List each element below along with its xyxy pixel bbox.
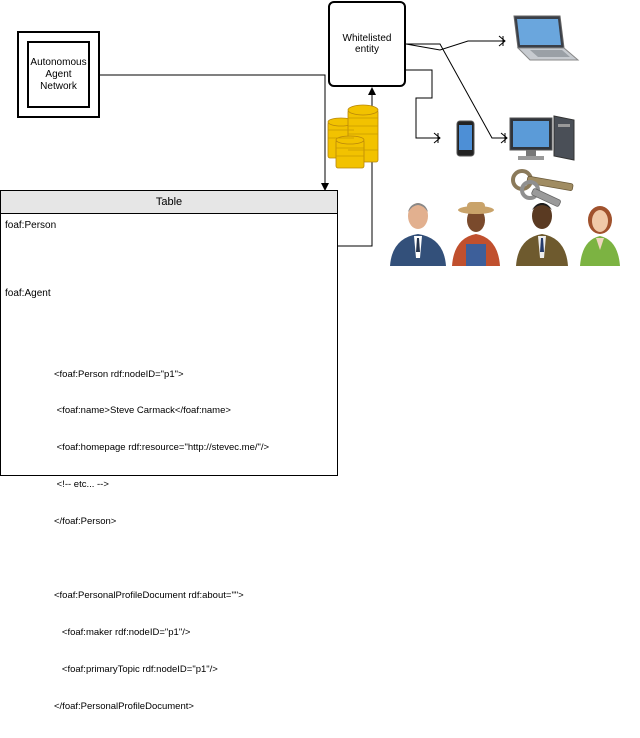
table-header: Table [1, 191, 337, 214]
code-line: <foaf:maker rdf:nodeID="p1"/> [54, 626, 191, 638]
keys-icon [511, 169, 574, 207]
whitelisted-to-phone-edge [390, 69, 440, 139]
people-group [390, 202, 620, 266]
autonomous-agent-network-label: Autonomous Agent Network [27, 41, 90, 108]
code-line: <foaf:primaryTopic rdf:nodeID="p1"/> [54, 663, 218, 675]
table-title: Table [155, 196, 183, 208]
code-line [54, 553, 269, 565]
code-line: <foaf:PersonalProfileDocument rdf:about=… [54, 589, 244, 601]
smartphone-icon [456, 120, 475, 157]
desktop-computer-icon [509, 115, 575, 161]
table-panel: Table foaf:Person foaf:Agent <foaf:Perso… [0, 190, 338, 712]
whitelisted-to-desktop-edge [406, 43, 507, 139]
businessman-icon [390, 203, 446, 266]
code-line: <!-- etc... --> [54, 479, 109, 491]
whitelisted-to-laptop-edge [405, 40, 505, 51]
coin-stack-icon [327, 104, 379, 169]
code-line: </foaf:PersonalProfileDocument> [54, 700, 194, 712]
code-line: <foaf:Person rdf:nodeID="p1"> [54, 368, 184, 380]
foaf-agent-row: foaf:Agent [5, 288, 51, 299]
foaf-person-row: foaf:Person [5, 220, 57, 231]
autonomous-agent-network-box: Autonomous Agent Network [17, 31, 100, 118]
farmer-icon [452, 202, 500, 266]
code-line: <foaf:name>Steve Carmack</foaf:name> [54, 405, 231, 417]
whitelisted-entity-box: Whitelisted entity [328, 1, 406, 87]
woman-icon [580, 206, 620, 266]
foaf-code-block: <foaf:Person rdf:nodeID="p1"> <foaf:name… [54, 344, 269, 738]
agent-to-table-edge [100, 74, 329, 191]
laptop-icon [513, 15, 580, 61]
code-line: <foaf:homepage rdf:resource="http://stev… [54, 442, 270, 454]
whitelisted-entity-label: Whitelisted entity [342, 33, 392, 55]
code-line: </foaf:Person> [54, 516, 117, 528]
man-in-suit-icon [516, 203, 568, 266]
connector-lines [100, 35, 508, 247]
